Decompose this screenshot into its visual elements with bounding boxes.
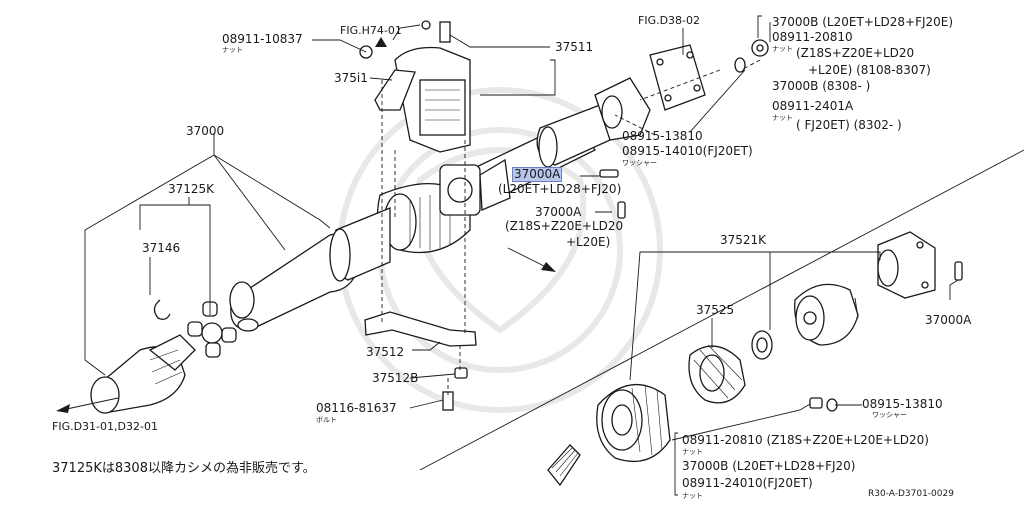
upper-nut-washer (734, 39, 769, 73)
companion-flange (877, 231, 936, 299)
label-c2: (Z18S+Z20E+LD20 (505, 219, 624, 233)
label-washer-2: ワッシャー (872, 411, 907, 419)
label-r3: (Z18S+Z20E+LD20 (796, 46, 915, 60)
center-flange-yoke (439, 158, 511, 216)
label-37000: 37000 (186, 124, 225, 138)
label-nut-1: ナット (222, 46, 243, 54)
dust-seal-ring (751, 330, 773, 360)
label-nut-4: ナット (682, 448, 703, 456)
label-w2: 08915-14010(FJ20ET) (622, 144, 753, 158)
front-flange-yoke (594, 77, 651, 141)
lower-nut-washer (809, 397, 838, 412)
arrow-to-fig-d31 (56, 397, 119, 413)
label-washer-1: ワッシャー (622, 159, 657, 167)
label-b3: 08911-24010(FJ20ET) (682, 476, 813, 490)
label-c1: (L20ET+LD28+FJ20) (498, 182, 622, 196)
label-08911-10837: 08911-10837 (222, 32, 303, 46)
assembly-guide-lines (381, 59, 761, 395)
label-37512: 37512 (366, 345, 405, 359)
label-37000a-2: 37000A (535, 205, 582, 219)
label-r4: +L20E) (8108-8307) (808, 63, 931, 77)
label-bolt: ボルト (316, 416, 337, 424)
label-w1: 08915-13810 (622, 129, 703, 143)
label-08915-13810-b: 08915-13810 (862, 397, 943, 411)
section-divider (419, 149, 1024, 471)
label-fig-h74: FIG.H74-01 (340, 24, 402, 37)
label-37511-b: 375i1 (334, 71, 368, 85)
label-08116-81637: 08116-81637 (316, 401, 397, 415)
label-37125k: 37125K (168, 182, 215, 196)
label-37511-a: 37511 (555, 40, 594, 54)
universal-joint-spider (187, 301, 237, 358)
transmission-flange-plate (649, 44, 706, 111)
leader-lines (84, 22, 959, 441)
label-nut-5: ナット (682, 492, 703, 500)
label-fig-d38: FIG.D38-02 (638, 14, 701, 27)
rear-yoke-sleeve (90, 334, 196, 414)
fig-h74-pointer (375, 37, 387, 47)
label-b2: 37000B (L20ET+LD28+FJ20) (682, 459, 856, 473)
label-r5: 37000B (8308- ) (772, 79, 871, 93)
label-r2: 08911-20810 (772, 30, 853, 44)
label-37000a-3: 37000A (925, 313, 972, 327)
lower-bracket (364, 311, 477, 411)
snap-ring (153, 299, 171, 320)
label-37521k: 37521K (720, 233, 767, 247)
label-fig-d31: FIG.D31-01,D32-01 (52, 420, 158, 433)
center-bearing-assembly (596, 383, 671, 462)
bolts-37000a (599, 169, 963, 281)
label-nut-2: ナット (772, 45, 793, 53)
label-37146: 37146 (142, 241, 181, 255)
label-37512b: 37512B (372, 371, 419, 385)
center-bearing-flange (794, 283, 859, 346)
assembly-direction-arrow (507, 247, 556, 272)
label-37525: 37525 (696, 303, 735, 317)
note-bracket (674, 15, 762, 496)
label-37000a-highlighted[interactable]: 37000A (512, 167, 563, 182)
label-b1: 08911-20810 (Z18S+Z20E+L20E+LD20) (682, 433, 929, 447)
center-bearing-bracket (359, 20, 471, 153)
label-r7: ( FJ20ET) (8302- ) (796, 118, 902, 132)
splined-shaft-end (547, 444, 581, 487)
label-nut-3: ナット (772, 114, 793, 122)
label-r6: 08911-2401A (772, 99, 854, 113)
insulator-rubber (688, 344, 746, 404)
diagram-code: R30-A-D3701-0029 (868, 489, 954, 499)
label-c3: +L20E) (566, 235, 611, 249)
footnote: 37125Kは8308以降カシメの為非販売です。 (52, 461, 316, 476)
label-r1: 37000B (L20ET+LD28+FJ20E) (772, 15, 954, 29)
